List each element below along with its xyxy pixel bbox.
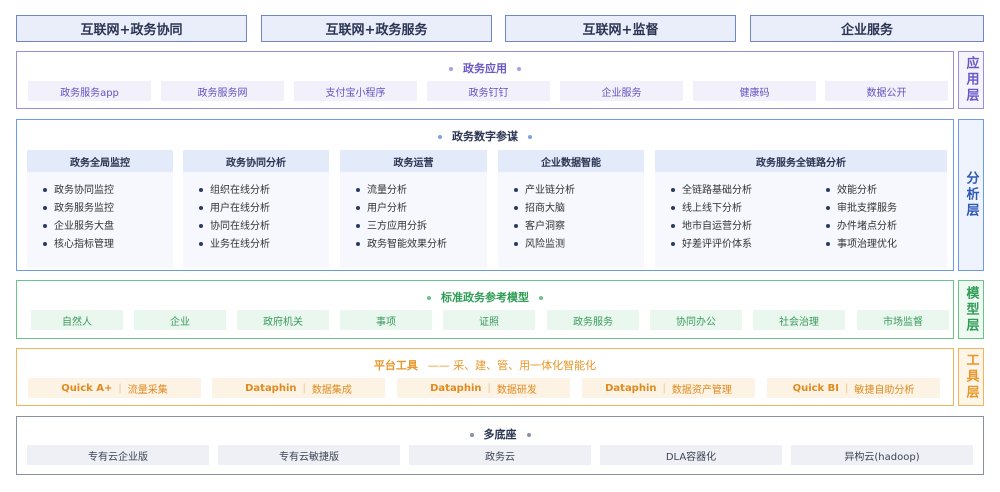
bullet-icon <box>517 67 521 71</box>
model-item[interactable]: 自然人 <box>31 310 123 330</box>
bullet-icon <box>438 135 442 139</box>
analysis-item[interactable]: 流量分析 <box>356 182 487 200</box>
analysis-item[interactable]: 效能分析 <box>826 182 897 200</box>
top-tab-enterprise[interactable]: 企业服务 <box>750 15 984 42</box>
top-tab-supervision[interactable]: 互联网+监督 <box>505 15 736 42</box>
app-item[interactable]: 政务服务app <box>28 81 151 101</box>
analysis-item[interactable]: 三方应用分拆 <box>356 218 487 236</box>
base-item[interactable]: 异构云(hadoop) <box>791 445 973 465</box>
base-item[interactable]: 专有云企业版 <box>27 445 209 465</box>
model-item[interactable]: 事项 <box>340 310 432 330</box>
tool-layer-label: 工具层 <box>958 348 984 406</box>
analysis-item[interactable]: 政务协同监控 <box>43 182 173 200</box>
bullet-icon <box>528 135 532 139</box>
analysis-column-operation: 政务运营 流量分析 用户分析 三方应用分拆 政务智能效果分析 <box>340 150 487 268</box>
tool-item[interactable]: Dataphin|数据研发 <box>397 378 570 398</box>
analysis-item[interactable]: 招商大脑 <box>514 200 644 218</box>
base-layer-title: 多底座 <box>17 426 983 442</box>
analysis-item[interactable]: 核心指标管理 <box>43 236 173 254</box>
analysis-item[interactable]: 审批支撑服务 <box>826 200 897 218</box>
bullet-icon <box>469 433 474 437</box>
analysis-item[interactable]: 客户洞察 <box>514 218 644 236</box>
analysis-column-monitor: 政务全局监控 政务协同监控 政务服务监控 企业服务大盘 核心指标管理 <box>27 150 173 268</box>
analysis-item[interactable]: 企业服务大盘 <box>43 218 173 236</box>
analysis-item[interactable]: 风险监测 <box>514 236 644 254</box>
analysis-column-full-link: 政务服务全链路分析 全链路基础分析 线上线下分析 地市自运营分析 好差评评价体系… <box>655 150 947 268</box>
tool-item[interactable]: Quick BI|敏捷自助分析 <box>767 378 940 398</box>
analysis-layer-title: 政务数字参谋 <box>17 128 953 144</box>
tool-item[interactable]: Dataphin|数据资产管理 <box>582 378 755 398</box>
analysis-item[interactable]: 用户在线分析 <box>199 200 329 218</box>
model-item[interactable]: 市场监督 <box>857 310 949 330</box>
tool-item[interactable]: Quick A+|流量采集 <box>28 378 201 398</box>
app-item[interactable]: 政务服务网 <box>161 81 284 101</box>
model-item[interactable]: 政务服务 <box>547 310 639 330</box>
base-item[interactable]: 专有云敏捷版 <box>218 445 400 465</box>
tool-item[interactable]: Dataphin|数据集成 <box>212 378 385 398</box>
bullet-icon <box>449 67 453 71</box>
analysis-item[interactable]: 政务智能效果分析 <box>356 236 487 254</box>
model-layer-label: 模型层 <box>958 280 984 339</box>
analysis-item[interactable]: 用户分析 <box>356 200 487 218</box>
app-item[interactable]: 健康码 <box>693 81 816 101</box>
base-layer: 多底座 专有云企业版 专有云敏捷版 政务云 DLA容器化 异构云(hadoop) <box>16 416 984 475</box>
analysis-item[interactable]: 政务服务监控 <box>43 200 173 218</box>
analysis-column-head: 政务协同分析 <box>183 150 329 172</box>
analysis-layer-label: 分析层 <box>958 119 984 271</box>
tool-layer-subtitle: —— 采、建、管、用一体化智能化 <box>427 359 597 372</box>
analysis-item[interactable]: 全链路基础分析 <box>671 182 810 200</box>
analysis-column-head: 政务全局监控 <box>27 150 173 172</box>
model-item[interactable]: 企业 <box>134 310 226 330</box>
analysis-item[interactable]: 协同在线分析 <box>199 218 329 236</box>
analysis-item[interactable]: 线上线下分析 <box>671 200 810 218</box>
analysis-item[interactable]: 事项治理优化 <box>826 236 897 254</box>
app-item[interactable]: 数据公开 <box>825 81 948 101</box>
base-item[interactable]: DLA容器化 <box>600 445 782 465</box>
bullet-icon <box>526 433 531 437</box>
analysis-item[interactable]: 组织在线分析 <box>199 182 329 200</box>
analysis-column-enterprise-data: 企业数据智能 产业链分析 招商大脑 客户洞察 风险监测 <box>498 150 644 268</box>
top-tab-collaboration[interactable]: 互联网+政务协同 <box>16 15 247 42</box>
tool-layer: 平台工具 —— 采、建、管、用一体化智能化 Quick A+|流量采集 Data… <box>16 348 954 406</box>
app-item[interactable]: 企业服务 <box>560 81 683 101</box>
application-layer-title: 政务应用 <box>17 60 953 76</box>
analysis-column-collaboration: 政务协同分析 组织在线分析 用户在线分析 协同在线分析 业务在线分析 <box>183 150 329 268</box>
analysis-column-head: 政务运营 <box>340 150 487 172</box>
app-item[interactable]: 支付宝小程序 <box>294 81 417 101</box>
top-tab-service[interactable]: 互联网+政务服务 <box>261 15 492 42</box>
bullet-icon <box>539 296 543 300</box>
model-layer-title: 标准政务参考模型 <box>17 289 953 305</box>
bullet-icon <box>427 296 431 300</box>
application-layer-label: 应用层 <box>958 51 984 109</box>
analysis-item[interactable]: 产业链分析 <box>514 182 644 200</box>
analysis-column-head: 企业数据智能 <box>498 150 644 172</box>
model-item[interactable]: 证照 <box>443 310 535 330</box>
analysis-column-head: 政务服务全链路分析 <box>655 150 947 172</box>
base-item[interactable]: 政务云 <box>409 445 591 465</box>
model-item[interactable]: 协同办公 <box>650 310 742 330</box>
analysis-item[interactable]: 业务在线分析 <box>199 236 329 254</box>
app-item[interactable]: 政务钉钉 <box>427 81 550 101</box>
model-item[interactable]: 社会治理 <box>753 310 845 330</box>
analysis-item[interactable]: 办件堵点分析 <box>826 218 897 236</box>
application-layer: 政务应用 政务服务app 政务服务网 支付宝小程序 政务钉钉 企业服务 健康码 … <box>16 51 954 109</box>
tool-layer-title: 平台工具 —— 采、建、管、用一体化智能化 <box>373 359 597 372</box>
analysis-item[interactable]: 地市自运营分析 <box>671 218 810 236</box>
model-layer: 标准政务参考模型 自然人 企业 政府机关 事项 证照 政务服务 协同办公 社会治… <box>16 280 954 339</box>
model-item[interactable]: 政府机关 <box>237 310 329 330</box>
analysis-layer: 政务数字参谋 政务全局监控 政务协同监控 政务服务监控 企业服务大盘 核心指标管… <box>16 119 954 271</box>
analysis-item[interactable]: 好差评评价体系 <box>671 236 810 254</box>
